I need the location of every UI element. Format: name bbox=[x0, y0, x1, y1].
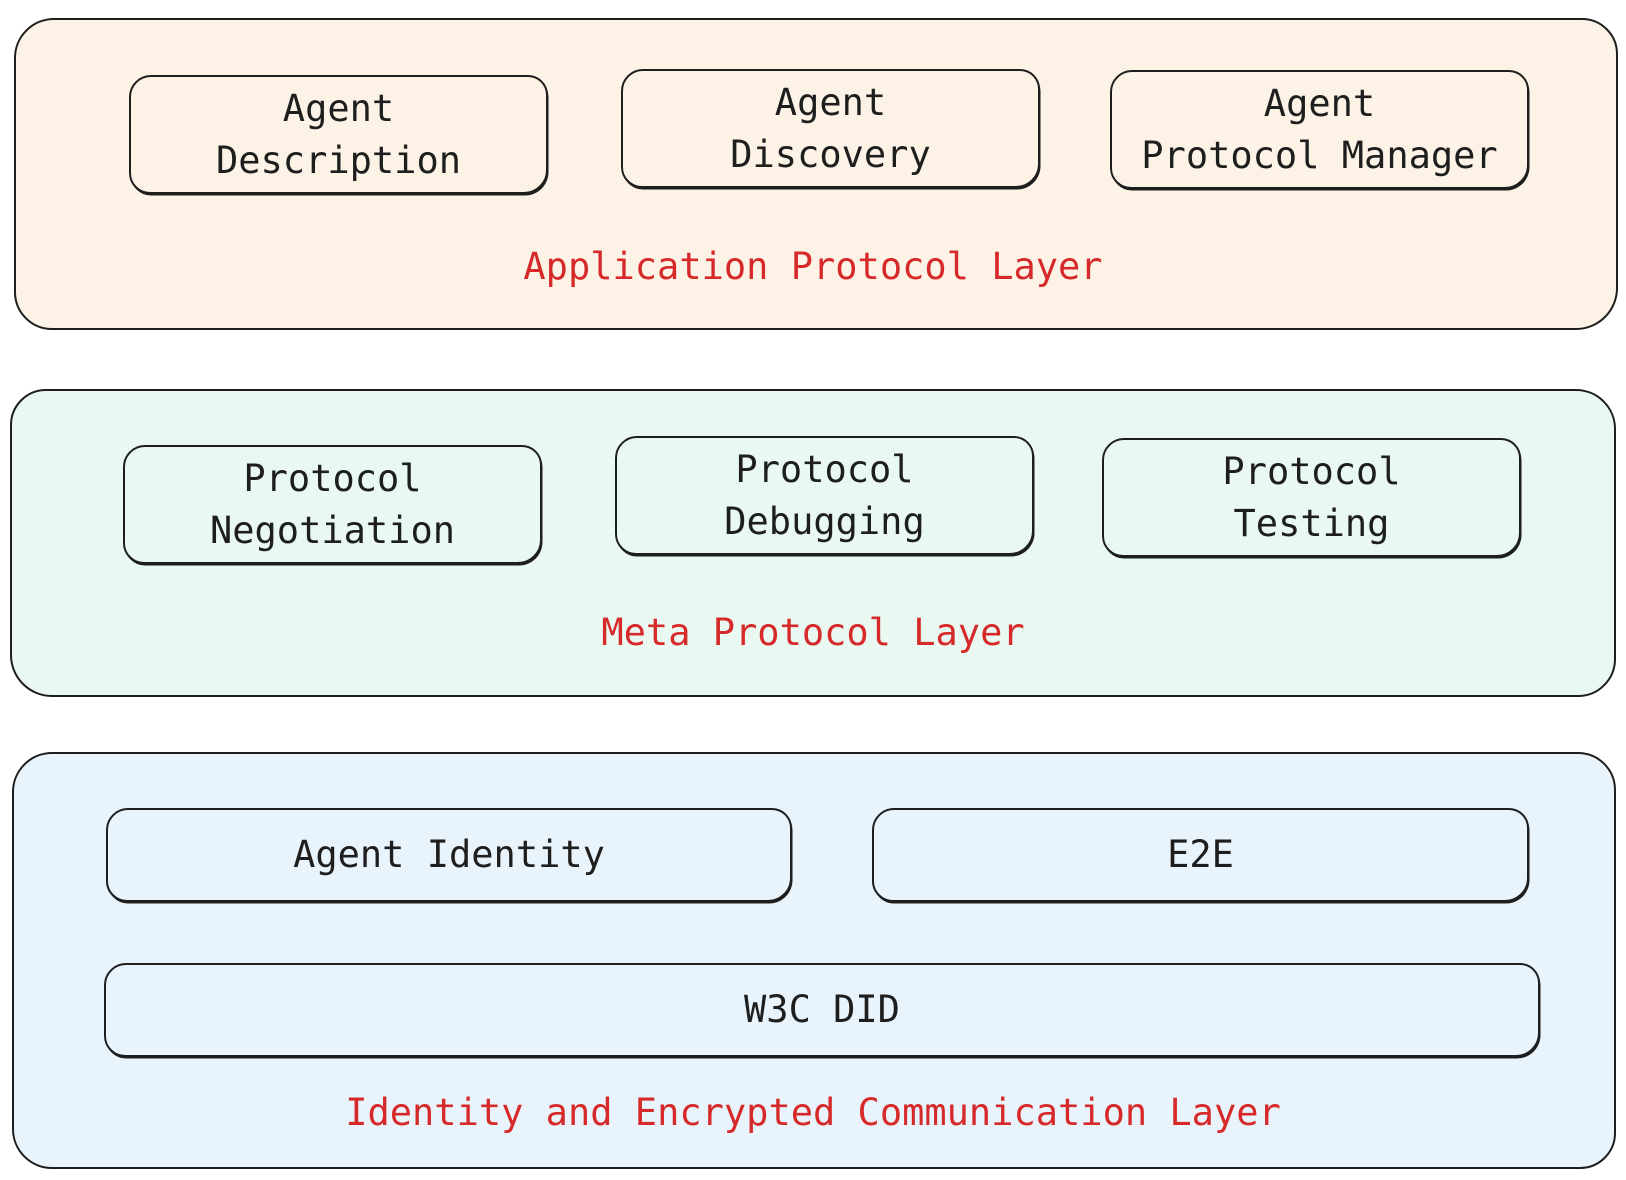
identity-layer-title: Identity and Encrypted Communication Lay… bbox=[345, 1091, 1281, 1134]
protocol-debugging-box: Protocol Debugging bbox=[615, 436, 1034, 555]
w3c-did-box: W3C DID bbox=[104, 963, 1540, 1057]
application-layer-title: Application Protocol Layer bbox=[523, 245, 1103, 288]
agent-description-box: Agent Description bbox=[129, 75, 548, 194]
agent-protocol-manager-box: Agent Protocol Manager bbox=[1110, 70, 1529, 189]
agent-discovery-box: Agent Discovery bbox=[621, 69, 1040, 188]
protocol-negotiation-box: Protocol Negotiation bbox=[123, 445, 542, 564]
e2e-box: E2E bbox=[872, 808, 1529, 902]
agent-identity-box: Agent Identity bbox=[106, 808, 792, 902]
meta-layer-title: Meta Protocol Layer bbox=[601, 611, 1025, 654]
protocol-testing-box: Protocol Testing bbox=[1102, 438, 1521, 557]
